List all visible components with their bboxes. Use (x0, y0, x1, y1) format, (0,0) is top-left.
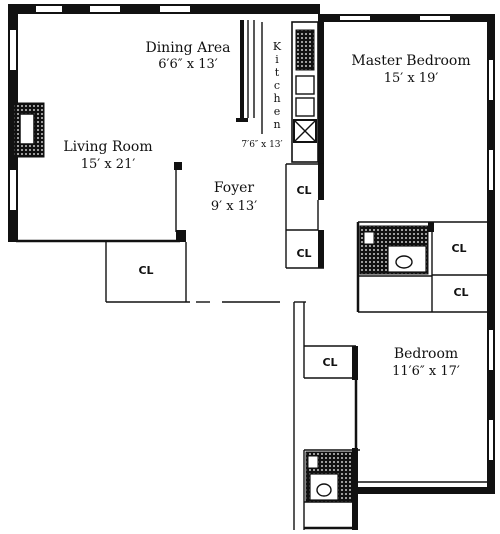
foyer-name: Foyer (214, 180, 255, 196)
kitchen-letter-1: K (273, 40, 282, 53)
second-bath (303, 448, 360, 530)
bedroom-walls (293, 302, 358, 530)
master-bedroom-dims: 15′ x 19′ (384, 71, 439, 86)
living-room-name: Living Room (63, 139, 152, 155)
closet-label-master-lower: CL (453, 286, 468, 299)
closet-label-living: CL (138, 264, 153, 277)
living-room-walls (16, 162, 190, 303)
dining-area-dims: 6′6″ x 13′ (158, 57, 217, 72)
master-bedroom-name: Master Bedroom (351, 53, 470, 69)
closet-label-foyer-upper: CL (296, 184, 311, 197)
kitchen-letter-6: e (274, 105, 281, 118)
living-room-dims: 15′ x 21′ (81, 157, 136, 172)
foyer-closets (196, 163, 324, 303)
fireplace (13, 102, 45, 158)
kitchen-cabinets (236, 20, 319, 163)
kitchen-letter-2: i (275, 53, 279, 66)
closet-label-bedroom: CL (322, 356, 337, 369)
dining-area-name: Dining Area (145, 40, 230, 56)
kitchen-letter-5: h (273, 92, 280, 105)
kitchen-letter-3: t (275, 66, 280, 79)
bedroom-name: Bedroom (394, 346, 458, 362)
foyer-dims: 9′ x 13′ (211, 199, 257, 214)
closet-labels: CL CL CL CL CL CL (138, 184, 468, 369)
kitchen-dims: 7′6″ x 13′ (241, 140, 282, 150)
bedroom-dims: 11′6″ x 17′ (392, 364, 460, 379)
kitchen-letter-4: c (274, 79, 280, 92)
closet-label-master-upper: CL (451, 242, 466, 255)
master-bath (356, 221, 490, 313)
kitchen-letter-7: n (273, 118, 280, 131)
room-labels: Dining Area 6′6″ x 13′ K i t c h e n 7′6… (63, 40, 470, 379)
closet-label-foyer-lower: CL (296, 247, 311, 260)
exterior-walls (8, 4, 495, 494)
